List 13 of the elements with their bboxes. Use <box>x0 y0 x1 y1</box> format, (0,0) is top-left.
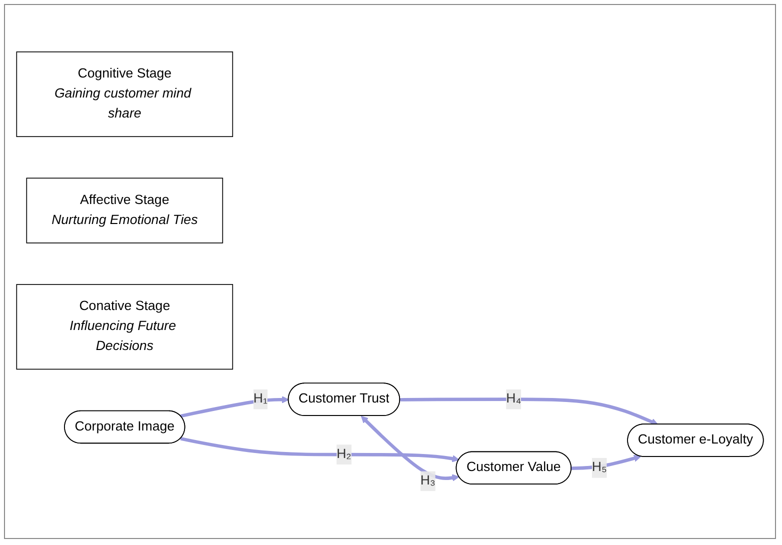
arrow <box>180 437 460 462</box>
edge-label: H₄ <box>506 392 522 406</box>
edge-label: H₃ <box>420 474 436 488</box>
node-box: Cognitive Stage Gaining customer mind share <box>16 51 234 138</box>
edge-label: H₁ <box>253 392 268 406</box>
arrow <box>360 416 460 482</box>
arrow <box>180 396 289 418</box>
node-box: Conative Stage Influencing Future Decisions <box>16 284 234 370</box>
edge-label: H₅ <box>592 460 607 475</box>
node-box: Affective Stage Nurturing Emotional Ties <box>26 178 224 244</box>
arrow <box>400 398 658 426</box>
edge-label: H₂ <box>336 447 352 462</box>
arrow <box>571 454 642 470</box>
